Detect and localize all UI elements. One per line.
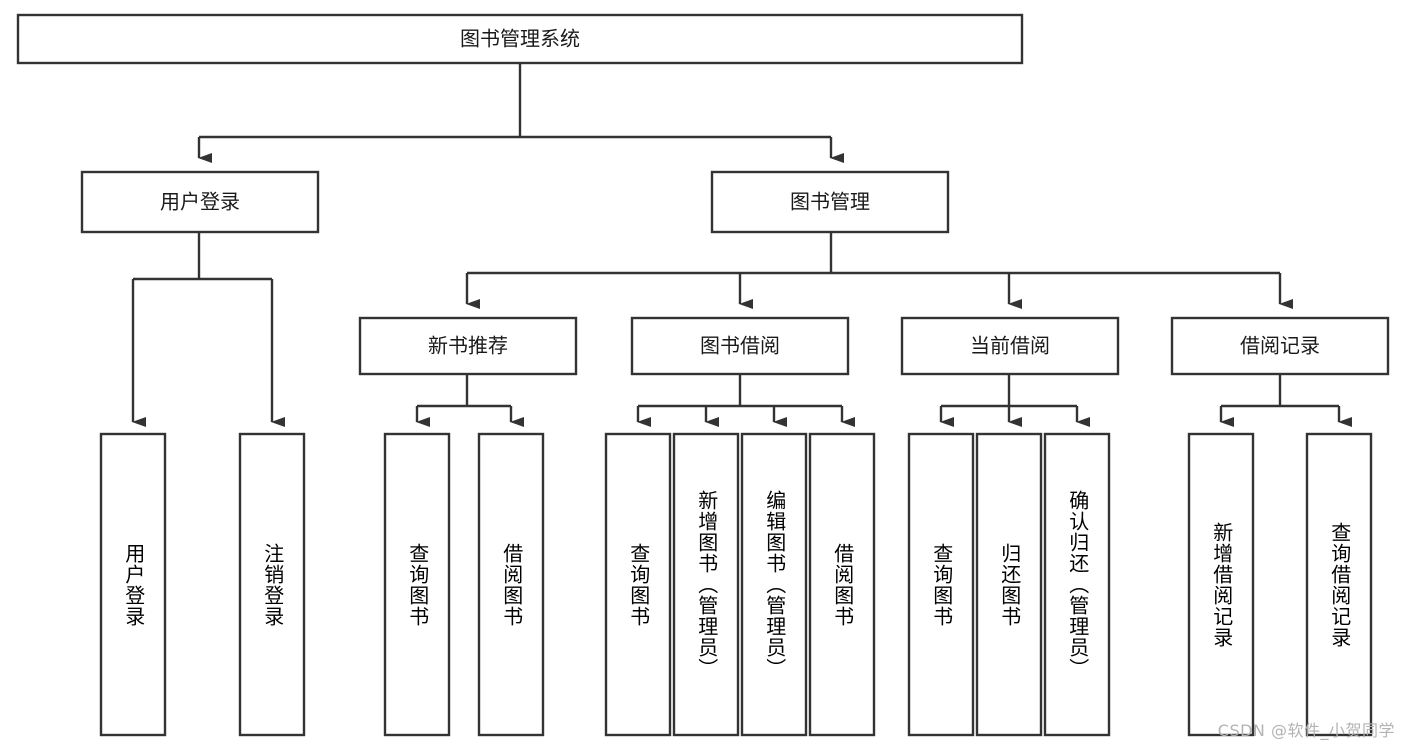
connector-group-borrowrecords-to-leaves: [1219, 374, 1352, 427]
leaf-box-book-borrow-2[interactable]: [672, 432, 740, 737]
connector-group-bookborrow-to-leaves: [636, 374, 855, 427]
node-new-book-recommend-box[interactable]: [358, 316, 578, 376]
csdn-watermark: CSDN @软件_小贺同学: [1217, 721, 1395, 740]
leaf-box-borrow-records-2[interactable]: [1305, 432, 1373, 737]
node-user-login-label: 用户登录: [160, 190, 240, 214]
node-root-label: 图书管理系统: [460, 27, 580, 51]
node-current-borrow-box[interactable]: [900, 316, 1120, 376]
node-current-borrow-label: 当前借阅: [970, 334, 1050, 358]
connector-group-currentborrow-to-leaves: [939, 374, 1090, 427]
node-borrow-records-label: 借阅记录: [1240, 334, 1320, 358]
node-book-manage-box[interactable]: [710, 170, 950, 234]
node-new-book-recommend-label: 新书推荐: [428, 334, 508, 358]
node-borrow-records-box[interactable]: [1170, 316, 1390, 376]
connector-group-bookmanage-to-level3: [465, 232, 1293, 309]
node-user-login-box[interactable]: [80, 170, 320, 234]
leaf-box-book-borrow-1[interactable]: [604, 432, 672, 737]
leaf-box-user-login-1[interactable]: [99, 432, 167, 737]
leaf-box-borrow-records-1[interactable]: [1187, 432, 1255, 737]
leaf-box-book-borrow-4[interactable]: [808, 432, 876, 737]
leaf-box-current-borrow-2[interactable]: [975, 432, 1043, 737]
connector-group-root-to-level2: [197, 63, 844, 163]
node-book-manage-label: 图书管理: [790, 190, 870, 214]
connector-group-userlogin-to-leaves: [131, 232, 285, 427]
leaf-box-new-book-1[interactable]: [383, 432, 451, 737]
node-book-borrow-label: 图书借阅: [700, 334, 780, 358]
leaf-box-new-book-2[interactable]: [477, 432, 545, 737]
connector-group-newbook-to-leaves: [415, 374, 524, 427]
node-book-borrow-box[interactable]: [630, 316, 850, 376]
leaf-box-book-borrow-3[interactable]: [740, 432, 808, 737]
node-root-box[interactable]: [16, 13, 1024, 65]
leaf-box-current-borrow-3[interactable]: [1043, 432, 1111, 737]
leaf-box-current-borrow-1[interactable]: [907, 432, 975, 737]
leaf-box-user-login-2[interactable]: [238, 432, 306, 737]
